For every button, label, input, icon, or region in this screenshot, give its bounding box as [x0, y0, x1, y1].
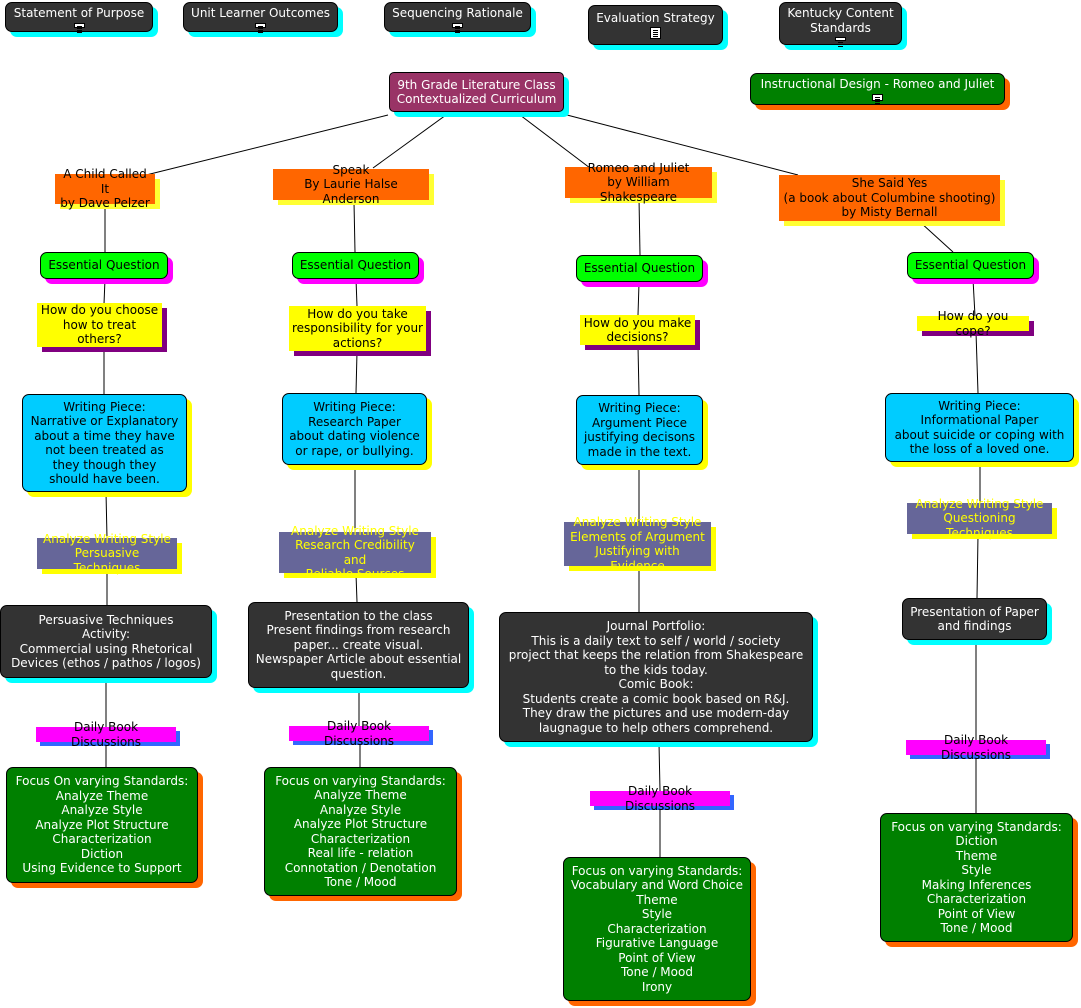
document-icon[interactable] — [872, 93, 883, 101]
book-a-child-called-it: A Child Called It by Dave Pelzer — [55, 167, 155, 210]
instructional-design-link[interactable]: Instructional Design - Romeo and Juliet — [750, 73, 1005, 105]
essential-question-2: Essential Question — [292, 252, 419, 279]
standards-3: Focus on varying Standards: Vocabulary a… — [563, 857, 751, 1001]
writing-piece-1: Writing Piece: Narrative or Explanatory … — [22, 394, 187, 492]
activity-1: Persuasive Techniques Activity: Commerci… — [0, 605, 212, 678]
document-icon[interactable] — [452, 22, 463, 28]
statement-of-purpose-link[interactable]: Statement of Purpose — [5, 2, 153, 32]
document-icon[interactable] — [835, 37, 846, 41]
analyze-writing-style-1: Analyze Writing Style Persuasive Techniq… — [37, 532, 177, 575]
activity-4: Presentation of Paper and findings — [902, 598, 1047, 640]
question-3: How do you make decisions? — [580, 315, 695, 345]
essential-question-4: Essential Question — [907, 252, 1034, 279]
analyze-writing-style-2: Analyze Writing Style Research Credibili… — [279, 524, 431, 581]
essential-question-3: Essential Question — [576, 255, 703, 282]
standards-2: Focus on varying Standards: Analyze Them… — [264, 767, 457, 896]
book-romeo-and-juliet: Romeo and Juliet by William Shakespeare — [565, 161, 712, 204]
writing-piece-2: Writing Piece: Research Paper about dati… — [282, 393, 427, 465]
document-icon[interactable] — [73, 22, 85, 28]
daily-book-discussions-1: Daily Book Discussions — [36, 720, 176, 749]
analyze-writing-style-3: Analyze Writing Style Elements of Argume… — [564, 515, 711, 573]
evaluation-strategy-link[interactable]: Evaluation Strategy — [588, 5, 723, 45]
essential-question-1: Essential Question — [40, 252, 168, 279]
book-she-said-yes: She Said Yes (a book about Columbine sho… — [779, 175, 1000, 221]
document-icon[interactable] — [255, 22, 266, 28]
writing-piece-4: Writing Piece: Informational Paper about… — [885, 393, 1074, 462]
daily-book-discussions-3: Daily Book Discussions — [590, 784, 730, 813]
curriculum-title: 9th Grade Literature Class Contextualize… — [389, 72, 564, 112]
book-speak: Speak By Laurie Halse Anderson — [273, 163, 429, 206]
question-1: How do you choose how to treat others? — [37, 303, 162, 347]
question-4: How do you cope? — [917, 309, 1029, 338]
kentucky-content-standards-link[interactable]: Kentucky Content Standards — [779, 2, 902, 45]
daily-book-discussions-4: Daily Book Discussions — [906, 733, 1046, 762]
standards-4: Focus on varying Standards: Diction Them… — [880, 813, 1073, 942]
writing-piece-3: Writing Piece: Argument Piece justifying… — [576, 395, 703, 465]
question-2: How do you take responsibility for your … — [289, 306, 426, 351]
document-icon[interactable] — [650, 27, 661, 40]
standards-1: Focus On varying Standards: Analyze Them… — [6, 767, 198, 883]
analyze-writing-style-4: Analyze Writing Style Questioning Techni… — [907, 497, 1052, 540]
activity-2: Presentation to the class Present findin… — [248, 602, 469, 688]
activity-3: Journal Portfolio: This is a daily text … — [499, 612, 813, 742]
unit-learner-outcomes-link[interactable]: Unit Learner Outcomes — [183, 2, 338, 32]
daily-book-discussions-2: Daily Book Discussions — [289, 719, 429, 748]
sequencing-rationale-link[interactable]: Sequencing Rationale — [384, 2, 531, 32]
